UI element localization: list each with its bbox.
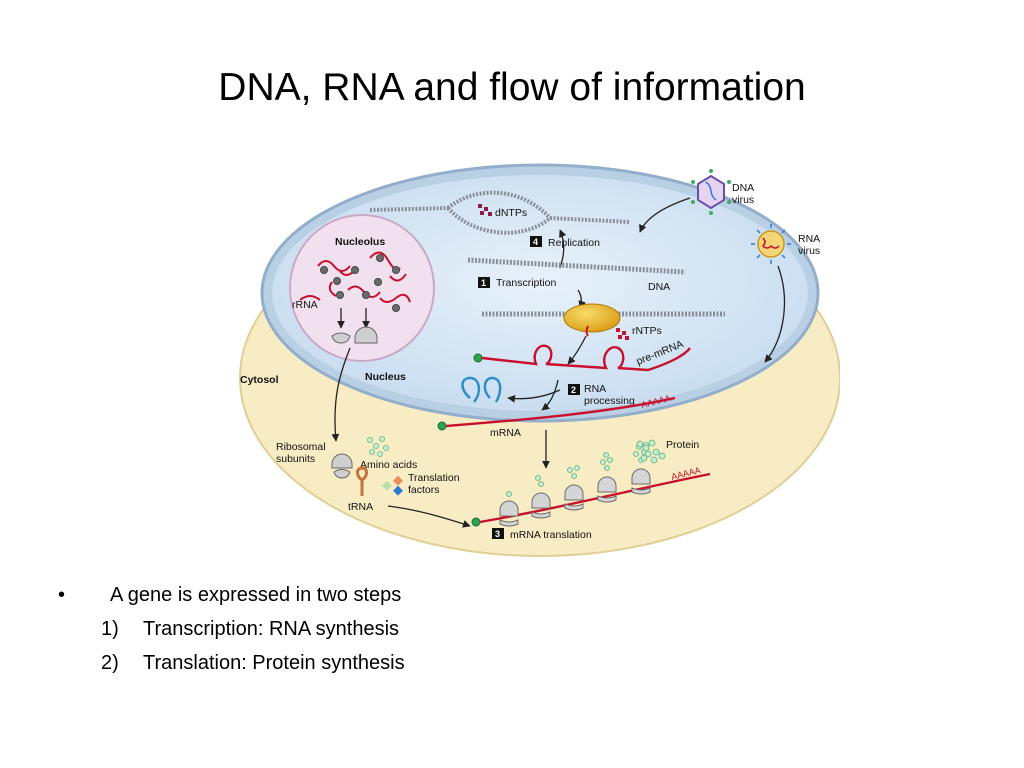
translation-factor-blue	[393, 485, 403, 496]
pre-mrna	[481, 344, 691, 372]
translating-mrna-cap	[471, 517, 481, 527]
cyto-small-subunit	[333, 469, 351, 479]
numbered-item-number: 2)	[101, 652, 119, 674]
nascent-rna	[585, 325, 589, 337]
cell-diagram: Nucleolus rRNA Nucleus Cytosol d	[239, 163, 840, 557]
pre-mrna-cap	[473, 353, 483, 363]
step-4-badge	[530, 236, 542, 247]
numbered-item-text: Translation: Protein synthesis	[143, 652, 405, 674]
excised-introns	[461, 376, 502, 403]
amino-acid-dots	[366, 435, 389, 457]
rrna-label: rRNA	[292, 299, 318, 311]
dna-label: DNA	[648, 281, 670, 293]
translation-factor-green	[382, 480, 392, 491]
nucleolus-label: Nucleolus	[335, 236, 385, 248]
large-subunit	[354, 326, 378, 344]
trna-label: tRNA	[348, 501, 373, 513]
protein-cluster	[636, 439, 666, 464]
rna-processing-label-1: RNA	[584, 383, 606, 395]
ribosomal-subunits-label-2: subunits	[276, 453, 315, 465]
rna-virus-label-2: virus	[798, 245, 820, 257]
cytosol-label: Cytosol	[240, 374, 279, 386]
rna-virus-icon	[751, 224, 791, 264]
ribosome-dots	[320, 254, 400, 312]
rna-processing-label-2: processing	[584, 395, 635, 407]
step-2-number: 2	[571, 385, 576, 395]
transcription-label: Transcription	[496, 277, 556, 289]
dna-virus-arrow	[639, 197, 691, 233]
mrna	[445, 396, 676, 428]
translation-factor-orange	[393, 475, 403, 486]
dntps-icon	[478, 204, 492, 216]
mrna-translation-label: mRNA translation	[510, 529, 592, 541]
nucleolus	[289, 214, 435, 362]
polymerase-arrow	[567, 335, 587, 365]
trna-shape	[356, 466, 368, 496]
mrna-cap	[437, 421, 447, 431]
mrna-label: mRNA	[490, 427, 521, 439]
replication-label: Replication	[548, 237, 600, 249]
step-2-badge	[568, 384, 580, 395]
trna-arrow	[387, 505, 471, 528]
dntps-label: dNTPs	[495, 207, 527, 219]
rntps-icon	[616, 328, 629, 340]
step-4-number: 4	[533, 237, 538, 247]
rna-polymerase	[563, 303, 621, 333]
translation-factors-label-2: factors	[408, 484, 440, 496]
rna-virus-arrow	[764, 265, 786, 363]
dna-virus-label-2: virus	[732, 194, 754, 206]
dna-virus-icon	[691, 169, 731, 215]
numbered-item-text: Transcription: RNA synthesis	[143, 618, 400, 640]
step-3-badge	[492, 528, 504, 539]
step-1-number: 1	[481, 278, 486, 288]
step-1-badge	[478, 277, 490, 288]
ribosomal-subunits-label-1: Ribosomal	[276, 441, 326, 453]
cyto-large-subunit	[331, 453, 353, 469]
replication-dna	[369, 190, 631, 235]
bullet-marker: •	[58, 584, 66, 606]
dna-strand-1	[467, 257, 686, 275]
step-3-number: 3	[495, 529, 500, 539]
bullet-main-text: A gene is expressed in two steps	[110, 584, 402, 606]
rntps-label: rNTPs	[632, 325, 662, 337]
nucleus-label: Nucleus	[365, 371, 406, 383]
numbered-item-number: 1)	[101, 618, 119, 640]
protein-label: Protein	[666, 439, 699, 451]
replication-arrow	[559, 229, 567, 269]
processing-arrow-left	[507, 389, 561, 403]
rna-virus-label-1: RNA	[798, 233, 820, 245]
slide-title: DNA, RNA and flow of information	[218, 66, 806, 109]
subunit-export-arrow	[331, 347, 351, 442]
amino-acids-label: Amino acids	[360, 459, 417, 471]
processing-arrow-down	[541, 379, 559, 411]
dna-virus-label-1: DNA	[732, 182, 754, 194]
translation-factors-label-1: Translation	[408, 472, 460, 484]
small-subunit	[331, 332, 351, 344]
